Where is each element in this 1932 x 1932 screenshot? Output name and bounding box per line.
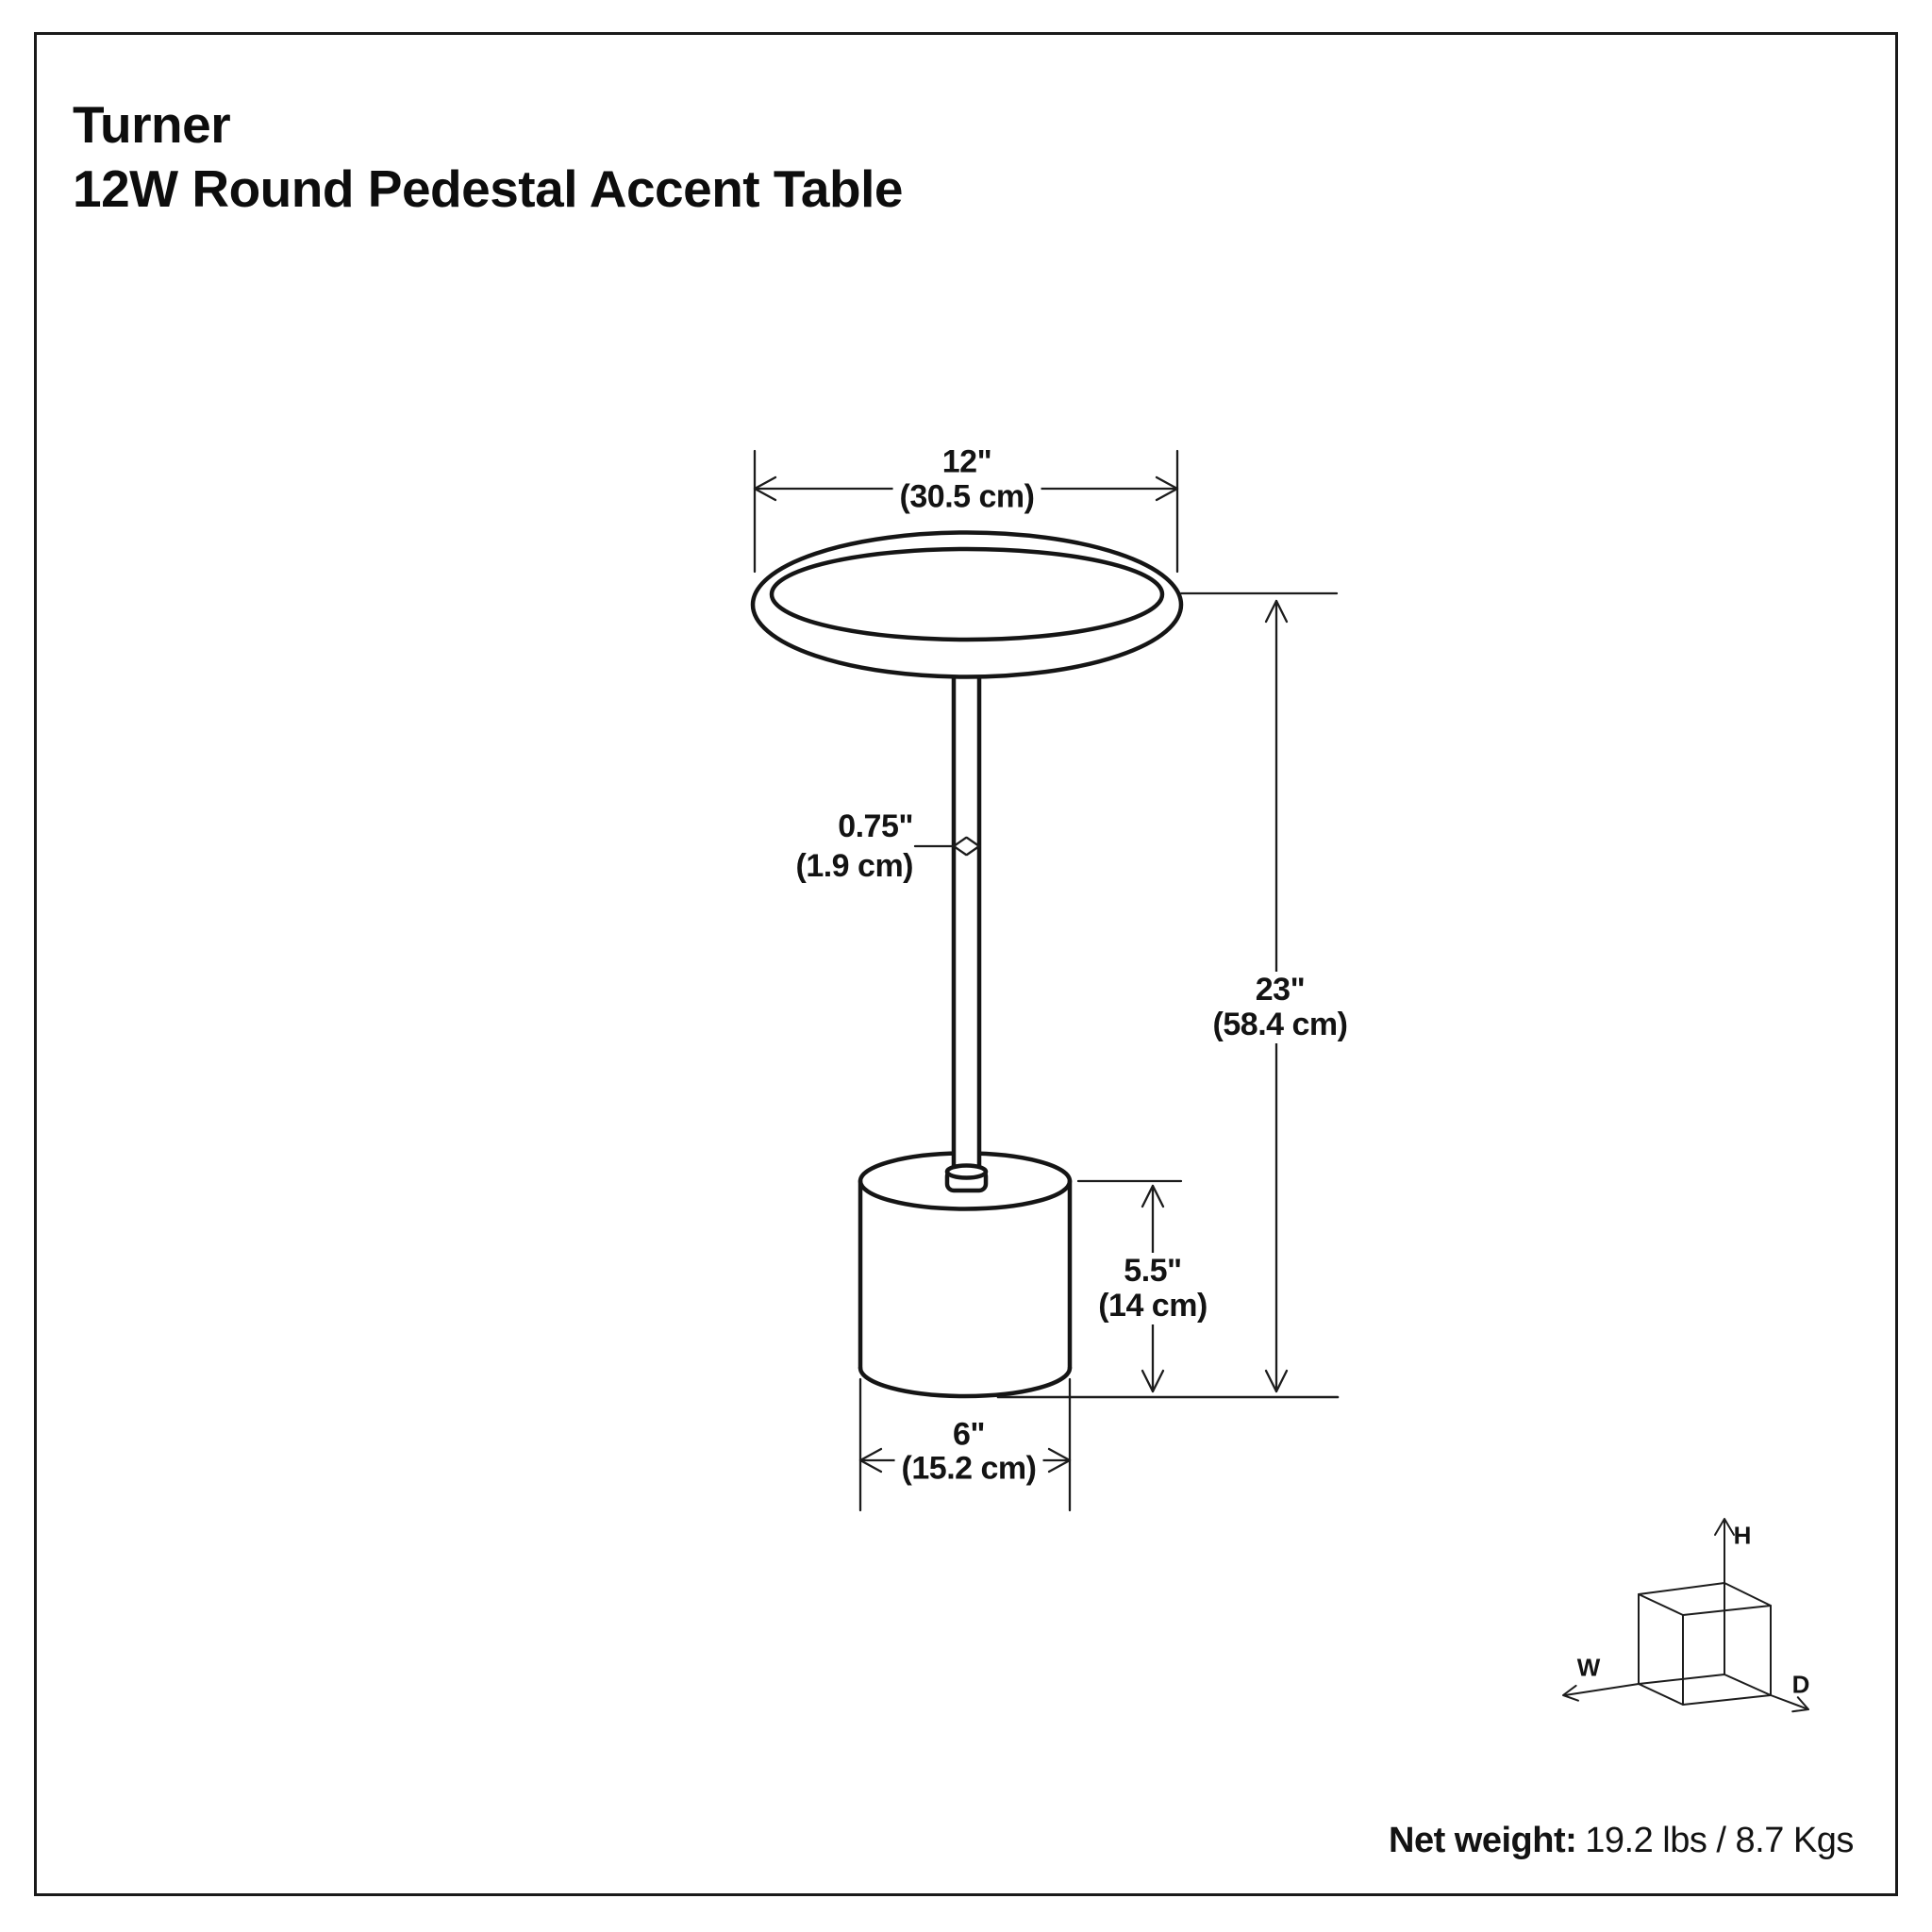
dim-pole-diameter-cm: (1.9 cm) — [795, 848, 914, 884]
product-name: Turner — [73, 95, 231, 154]
product-title: Turner 12W Round Pedestal Accent Table — [73, 92, 903, 221]
net-weight-label: Net weight: — [1389, 1821, 1577, 1860]
base-bottom-arc — [858, 1365, 1073, 1399]
dim-overall-height-cm: (58.4 cm) — [1212, 1007, 1348, 1042]
dim-pole-diameter-lines — [913, 836, 981, 857]
dim-top-width-cm: (30.5 cm) — [892, 478, 1041, 516]
arrowhead-right-icon — [965, 836, 981, 857]
arrowhead-down-icon — [1264, 1369, 1289, 1393]
collar-rim — [944, 1163, 989, 1180]
depth-axis — [1770, 1694, 1809, 1710]
axis-cube-icon — [1562, 1518, 1809, 1713]
height-axis-label: H — [1733, 1521, 1752, 1550]
table-outline — [750, 530, 1184, 1399]
net-weight-value: 19.2 lbs / 8.7 Kgs — [1585, 1821, 1854, 1860]
dim-overall-height-label: 23" (58.4 cm) — [1206, 972, 1355, 1043]
arrowhead-right-icon — [1047, 1447, 1072, 1474]
dim-overall-height-inches: 23" — [1255, 972, 1306, 1008]
arrowhead-left-icon — [952, 836, 968, 857]
dim-base-width-cm: (15.2 cm) — [894, 1450, 1043, 1488]
cube-top-face — [1638, 1582, 1772, 1616]
tabletop-outer-ellipse — [750, 530, 1184, 679]
height-arrowhead-icon — [1714, 1518, 1735, 1536]
dim-top-width-inches: 12" — [941, 443, 992, 480]
dim-base-height-label: 5.5" (14 cm) — [1091, 1253, 1214, 1324]
width-axis-label: W — [1576, 1653, 1601, 1682]
dim-base-width-inches: 6" — [952, 1416, 986, 1453]
cube-bottom-face — [1638, 1674, 1772, 1706]
arrowhead-up-icon — [1264, 599, 1289, 624]
dim-pole-diameter-inches: 0.75" — [838, 808, 913, 844]
arrowhead-down-icon — [1141, 1369, 1165, 1393]
arrowhead-left-icon — [858, 1447, 883, 1474]
tabletop-inner-ellipse — [769, 546, 1165, 642]
net-weight: Net weight:19.2 lbs / 8.7 Kgs — [1389, 1821, 1854, 1861]
dim-base-height-inches: 5.5" — [1124, 1253, 1182, 1289]
arrowhead-left-icon — [753, 475, 777, 502]
dim-base-height-cm: (14 cm) — [1098, 1288, 1208, 1324]
dim-pole-diameter-label: 0.75" (1.9 cm) — [796, 807, 914, 886]
depth-axis-label: D — [1791, 1670, 1810, 1699]
product-description: 12W Round Pedestal Accent Table — [73, 159, 903, 218]
pole-body — [952, 670, 981, 1174]
depth-arrowhead-icon — [1791, 1696, 1809, 1713]
width-arrowhead-icon — [1562, 1684, 1579, 1702]
width-axis — [1564, 1683, 1640, 1696]
arrowhead-right-icon — [1155, 475, 1179, 502]
arrowhead-up-icon — [1141, 1184, 1165, 1208]
